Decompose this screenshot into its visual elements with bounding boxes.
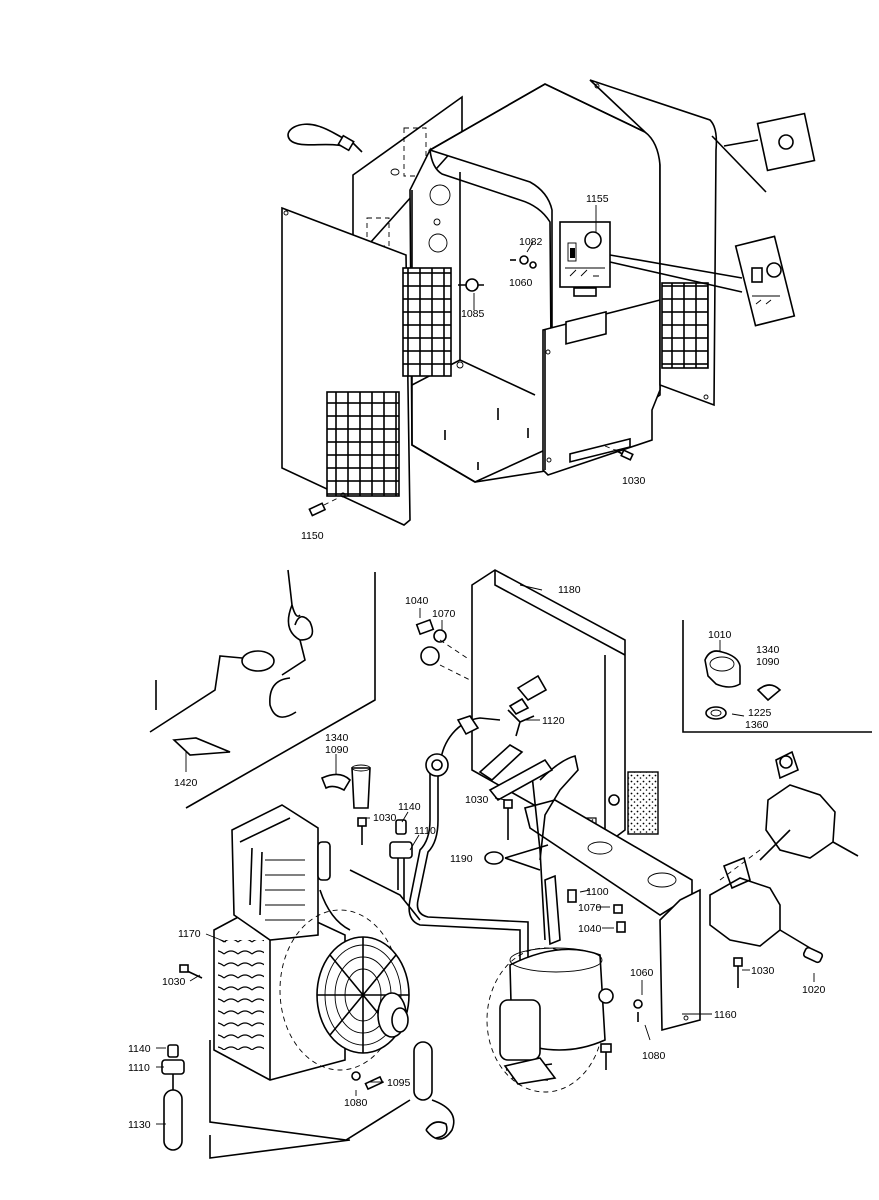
relay-1140 (389, 819, 413, 900)
grommet-1060 (510, 255, 537, 269)
callout-1095: 1095 (387, 1077, 411, 1089)
callout-1082: 1082 (519, 236, 543, 248)
compressor-detail-upper (719, 750, 859, 881)
filter-drier (544, 874, 626, 946)
callout-1360: 1360 (745, 719, 769, 731)
receiver-1130 (161, 1044, 185, 1151)
callout-1140: 1140 (128, 1043, 151, 1055)
compressor (486, 947, 614, 1093)
seal-leader (504, 844, 549, 871)
seal-kit-inset (704, 650, 782, 720)
callout-1040: 1040 (405, 595, 429, 607)
callout-1120: 1120 (542, 715, 565, 727)
callout-1110: 1110 (128, 1062, 150, 1074)
refrigerant-piping (319, 715, 579, 975)
clamp-assembly (320, 764, 371, 809)
screw-1030-upper (604, 445, 634, 461)
callout-1090: 1090 (325, 744, 349, 756)
accumulator (413, 1041, 455, 1140)
mounting-bracket (524, 799, 701, 1032)
callout-1130: 1130 (128, 1119, 151, 1131)
callout-1080: 1080 (642, 1050, 666, 1062)
callout-1085: 1085 (461, 308, 485, 320)
callout-1190: 1190 (450, 853, 473, 865)
callout-1340: 1340 (325, 732, 349, 744)
cabinet-assembly (281, 79, 816, 526)
callout-1060: 1060 (509, 277, 533, 289)
power-cord (287, 123, 363, 153)
callout-1170: 1170 (178, 928, 201, 940)
condenser-1170 (213, 804, 346, 1081)
callout-1110: 1110 (414, 825, 436, 837)
callout-labels: 1155 1082 1060 1085 1030 1150 1040 1070 … (128, 193, 826, 1131)
front-panel (542, 298, 661, 476)
callout-1040: 1040 (578, 923, 602, 935)
callout-1070: 1070 (578, 902, 602, 914)
callout-1150: 1150 (301, 530, 324, 542)
callout-1180: 1180 (558, 584, 581, 596)
callout-1020: 1020 (802, 984, 826, 996)
callout-1160: 1160 (714, 1009, 737, 1021)
callout-1100: 1100 (586, 886, 609, 898)
callout-1090: 1090 (756, 656, 780, 668)
callout-1030: 1030 (373, 812, 397, 824)
callout-1340: 1340 (756, 644, 780, 656)
callout-1010: 1010 (708, 629, 732, 641)
callout-1030: 1030 (751, 965, 775, 977)
right-side-panel (589, 79, 718, 407)
compressor-detail-lower (709, 829, 824, 964)
flare-seal-1120 (507, 709, 535, 737)
callout-1080: 1080 (344, 1097, 368, 1109)
screw-1150 (308, 496, 341, 517)
callout-1140: 1140 (398, 801, 421, 813)
callout-1155: 1155 (586, 193, 609, 205)
callout-1225: 1225 (748, 707, 772, 719)
left-side-panel (281, 206, 452, 526)
callout-1030: 1030 (162, 976, 186, 988)
callout-1030: 1030 (465, 794, 489, 806)
section-dividers (185, 572, 872, 1159)
condenser-fan (279, 909, 410, 1071)
callout-1420: 1420 (174, 777, 198, 789)
callout-1060: 1060 (630, 967, 654, 979)
seal-1190 (484, 851, 504, 865)
screws-lower (351, 999, 643, 1091)
leader-lines (156, 205, 815, 1125)
control-panel-inset (609, 235, 796, 327)
callout-1030: 1030 (622, 475, 646, 487)
fittings-top (415, 618, 548, 716)
expansion-valve-1420 (149, 569, 314, 756)
callout-1070: 1070 (432, 608, 456, 620)
thermostat-knob-1085 (458, 278, 484, 305)
switch-plate-inset (711, 112, 816, 193)
heat-exchanger-1180 (471, 569, 659, 846)
